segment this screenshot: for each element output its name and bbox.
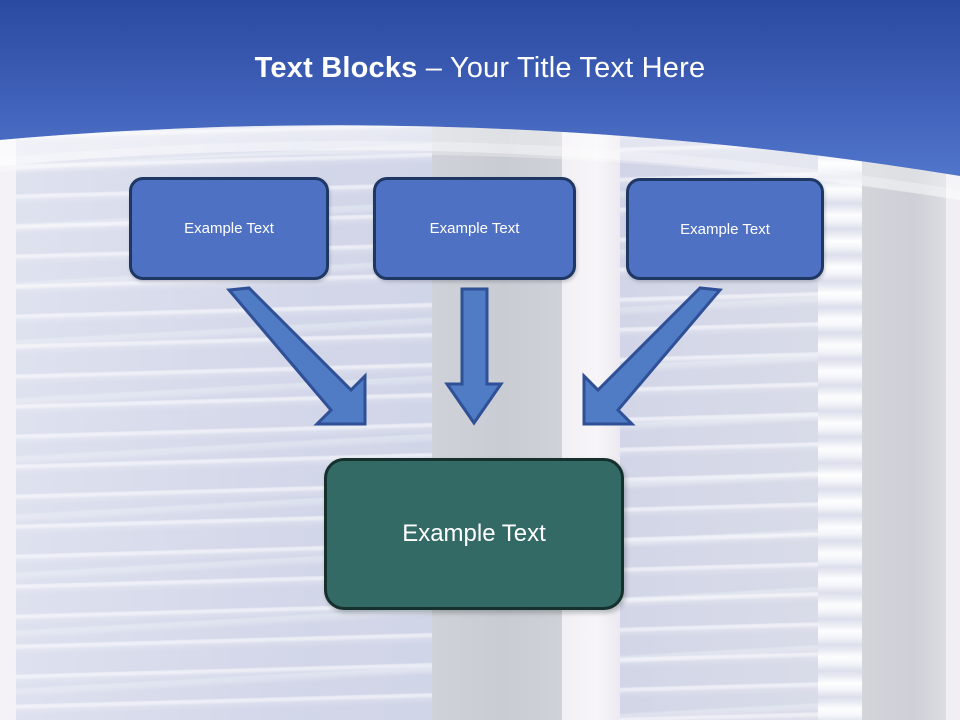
title-banner bbox=[0, 0, 960, 200]
text-block-2[interactable]: Example Text bbox=[373, 177, 576, 280]
text-block-3[interactable]: Example Text bbox=[626, 178, 824, 280]
text-block-3-label: Example Text bbox=[680, 220, 770, 238]
text-block-1-label: Example Text bbox=[184, 220, 274, 237]
background-edge-left bbox=[0, 0, 16, 720]
text-block-2-label: Example Text bbox=[429, 220, 520, 237]
result-text-block[interactable]: Example Text bbox=[324, 458, 624, 610]
text-block-1[interactable]: Example Text bbox=[129, 177, 329, 280]
page-title: Text Blocks – Your Title Text Here bbox=[0, 52, 960, 85]
page-title-light: Your Title Text Here bbox=[449, 52, 706, 84]
page-title-strong: Text Blocks bbox=[254, 52, 418, 84]
page-title-separator: – bbox=[417, 52, 450, 84]
result-text-block-label: Example Text bbox=[402, 520, 546, 547]
